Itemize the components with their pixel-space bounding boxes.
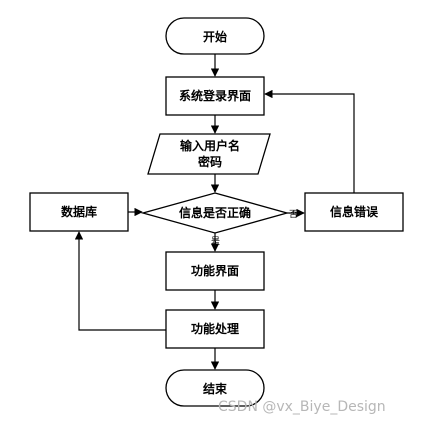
error-node: 信息错误 [304, 192, 404, 232]
edge-error-login [264, 89, 355, 193]
function-proc-label: 功能处理 [191, 321, 239, 336]
error-label: 信息错误 [330, 204, 379, 219]
function-ui-node: 功能界面 [165, 251, 265, 291]
input-label-line2: 密码 [198, 154, 222, 169]
function-ui-label: 功能界面 [191, 263, 239, 278]
yes-label: 是 [211, 236, 220, 247]
watermark: CSDN @vx_Biye_Design [218, 399, 386, 415]
start-label: 开始 [203, 29, 227, 44]
decision-node: 信息是否正确 [140, 192, 290, 234]
end-label: 结束 [203, 381, 228, 396]
edge-proc-database [74, 231, 166, 331]
input-label-line1: 输入用户名 [180, 138, 240, 153]
function-proc-node: 功能处理 [165, 309, 265, 349]
start-node: 开始 [165, 17, 265, 55]
database-node: 数据库 [29, 192, 129, 232]
database-label: 数据库 [61, 204, 97, 219]
no-label: 否 [289, 209, 298, 220]
login-node: 系统登录界面 [165, 76, 265, 116]
decision-label: 信息是否正确 [179, 205, 251, 220]
login-label: 系统登录界面 [179, 88, 251, 103]
input-node: 输入用户名 密码 [147, 133, 271, 175]
end-node: 结束 [165, 369, 265, 407]
